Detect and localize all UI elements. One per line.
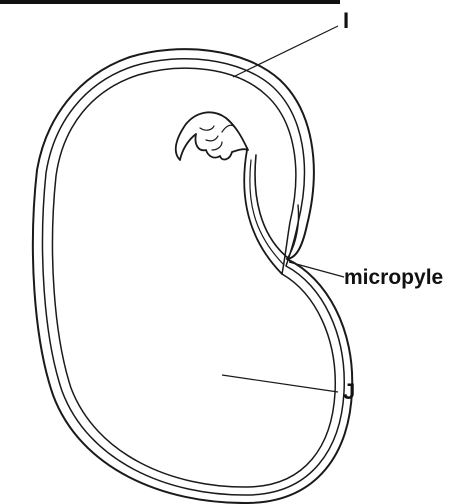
leader-line-i [233,26,338,77]
plumule-detail [200,125,234,150]
label-j: J [343,381,355,403]
label-i: I [343,10,349,32]
label-micropyle: micropyle [344,267,443,288]
top-caption-remnant [0,0,340,4]
plumule [176,112,248,160]
leader-line-j [222,375,338,392]
seed-coat-middle [43,59,345,495]
radicle-outline-right [255,155,288,258]
leader-line-micropyle [289,262,344,277]
seed-coat-inner [52,68,335,487]
